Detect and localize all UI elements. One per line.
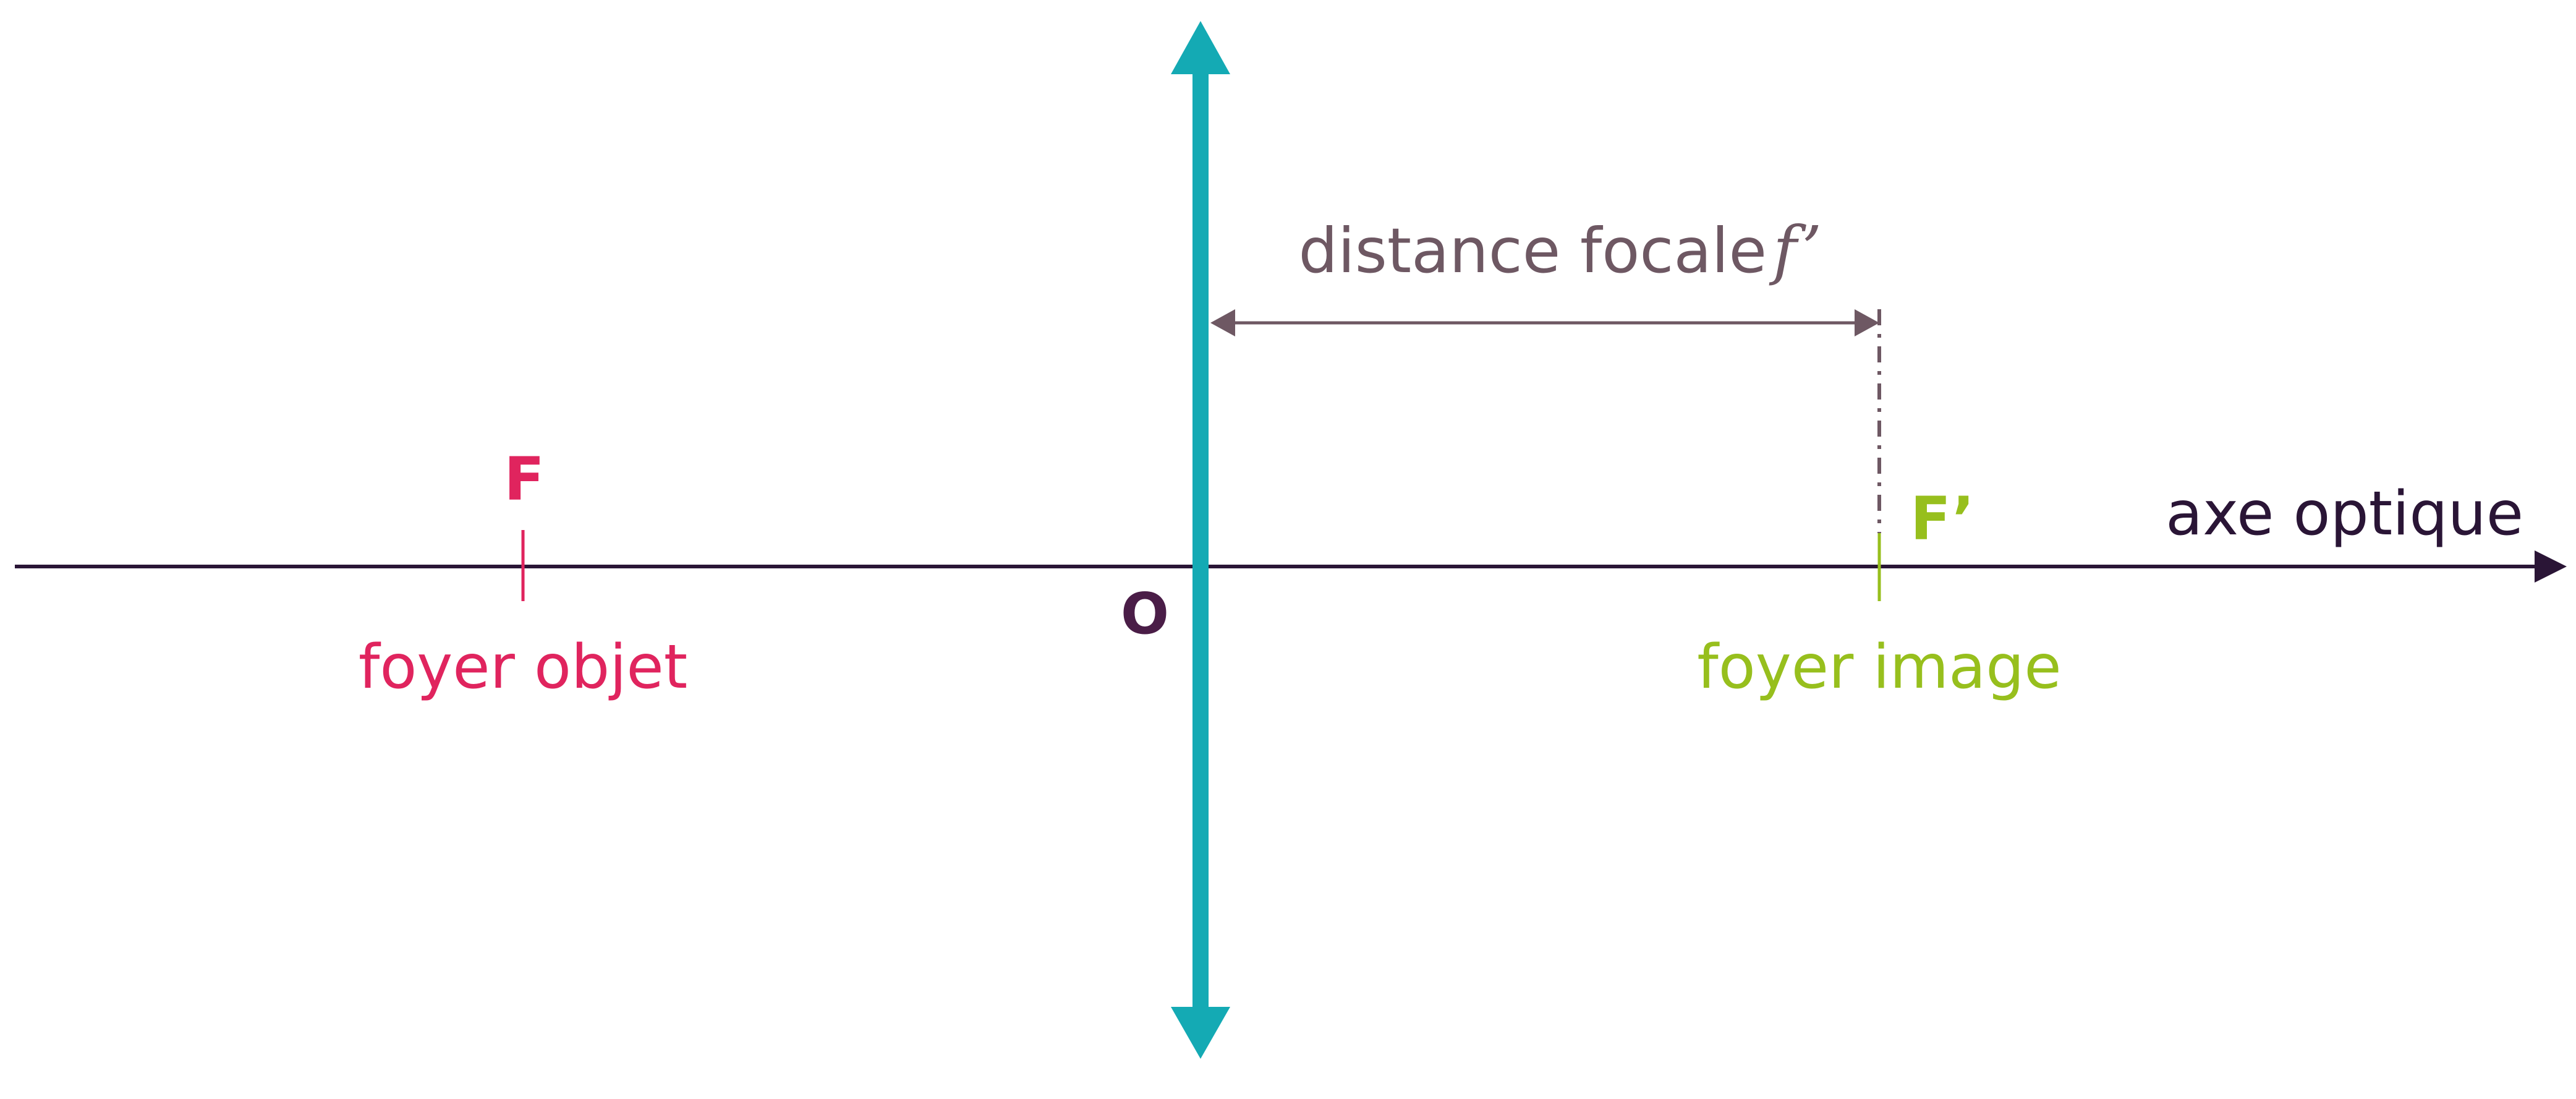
optical-axis-arrowhead	[2535, 550, 2567, 583]
object-focus-label: F	[504, 445, 545, 514]
optical-axis-label: axe optique	[2166, 479, 2523, 549]
focal-distance-arrowhead-right	[1855, 309, 1879, 336]
object-focus-caption: foyer objet	[359, 632, 687, 703]
image-focus-caption: foyer image	[1697, 632, 2061, 703]
lens-center-label: O	[1121, 581, 1169, 647]
focal-distance-arrowhead-left	[1210, 309, 1235, 336]
lens-bottom-arrowhead	[1171, 1007, 1230, 1059]
lens-top-arrowhead	[1171, 21, 1230, 74]
focal-distance-symbol: f’	[1769, 212, 1822, 288]
image-focus-label: F’	[1910, 484, 1975, 554]
focal-distance-label: distance focale	[1299, 215, 1767, 287]
